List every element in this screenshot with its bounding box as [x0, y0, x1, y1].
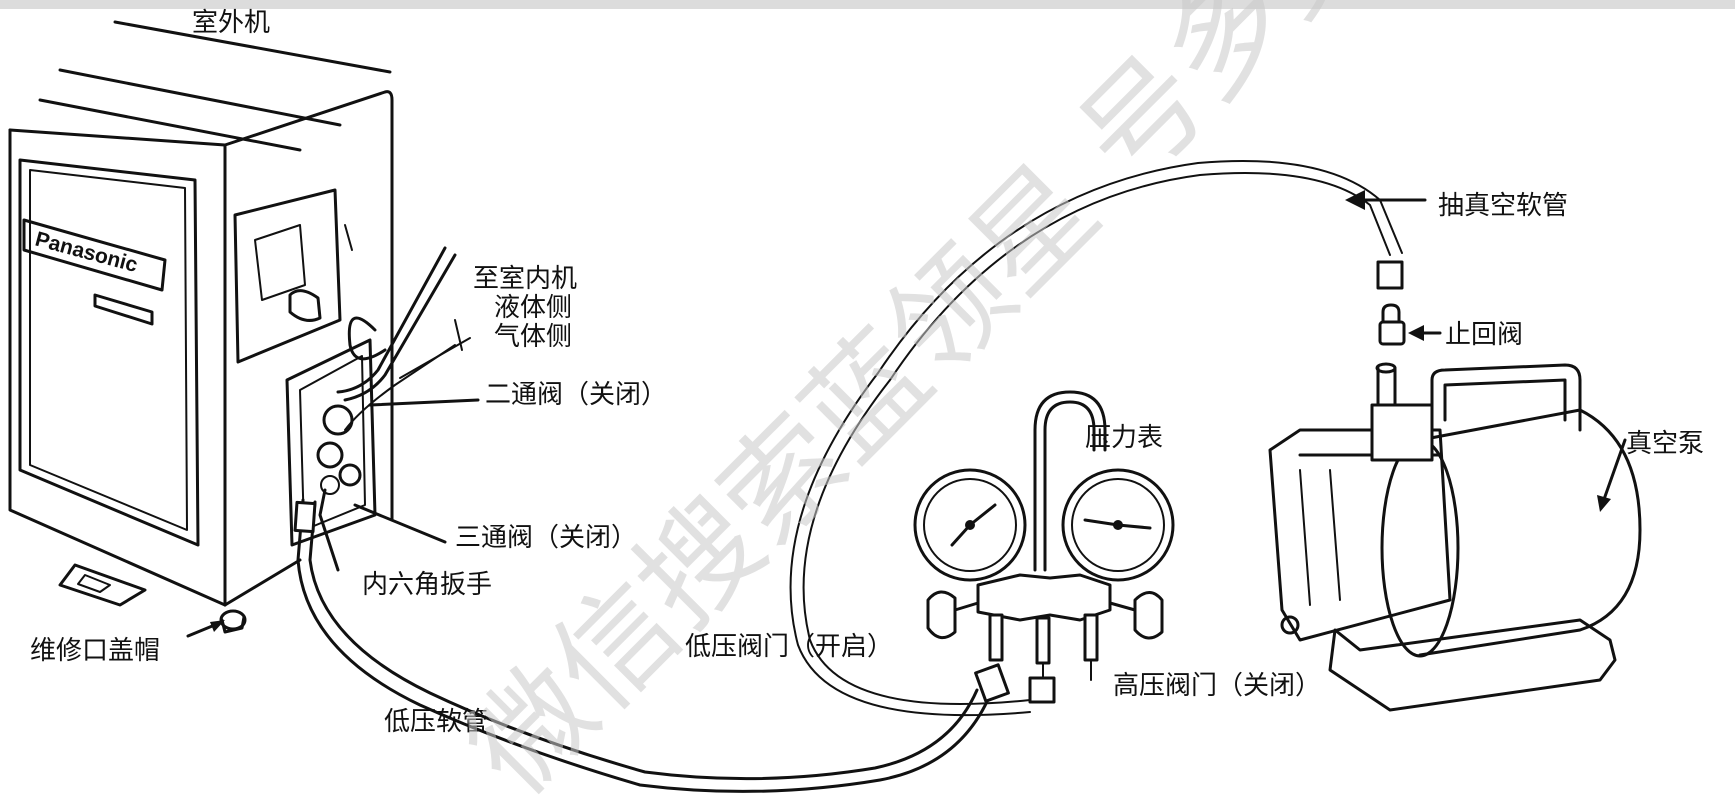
label-two-way-valve: 二通阀（关闭） — [485, 380, 667, 410]
arrow-vacuum-pump — [1597, 495, 1611, 512]
low-pressure-gauge — [913, 468, 1027, 582]
low-pressure-hose — [293, 498, 1010, 793]
label-liquid-side: 液体侧 — [494, 293, 572, 323]
top-strip — [0, 0, 1735, 9]
label-high-valve: 高压阀门（关闭） — [1113, 671, 1321, 701]
labels: 室外机 至室内机 液体侧 气体侧 二通阀（关闭） 三通阀（关闭） 内六角扳手 维… — [30, 8, 1704, 737]
arrow-service-cap — [210, 620, 225, 632]
pointer-three-way — [353, 503, 447, 544]
pointer-vacuum-pump — [1600, 438, 1627, 507]
check-valve — [1378, 303, 1406, 346]
high-pressure-gauge — [1061, 468, 1175, 582]
label-vacuum-hose: 抽真空软管 — [1438, 191, 1568, 221]
arrow-vacuum-hose — [1345, 190, 1365, 210]
brand-badge: Panasonic — [22, 218, 167, 292]
label-outdoor-unit: 室外机 — [192, 8, 270, 38]
label-gas-side: 气体侧 — [494, 322, 572, 352]
label-check-valve: 止回阀 — [1445, 320, 1523, 350]
manifold-gauge — [913, 390, 1175, 704]
label-hex-wrench: 内六角扳手 — [362, 570, 492, 600]
outdoor-unit: Panasonic — [8, 20, 471, 634]
label-three-way-valve: 三通阀（关闭） — [455, 523, 637, 553]
vacuum-pump — [1268, 362, 1642, 712]
label-low-valve: 低压阀门（开启） — [685, 632, 893, 662]
service-cap — [219, 609, 247, 634]
label-low-hose: 低压软管 — [384, 707, 488, 737]
pointer-two-way — [368, 398, 480, 407]
vacuum-hose — [789, 159, 1406, 717]
arrow-check-valve — [1408, 325, 1424, 341]
label-gauge: 压力表 — [1085, 423, 1163, 453]
label-to-indoor: 至室内机 — [473, 264, 577, 294]
label-service-cap: 维修口盖帽 — [30, 636, 160, 666]
label-vacuum-pump: 真空泵 — [1626, 429, 1704, 459]
